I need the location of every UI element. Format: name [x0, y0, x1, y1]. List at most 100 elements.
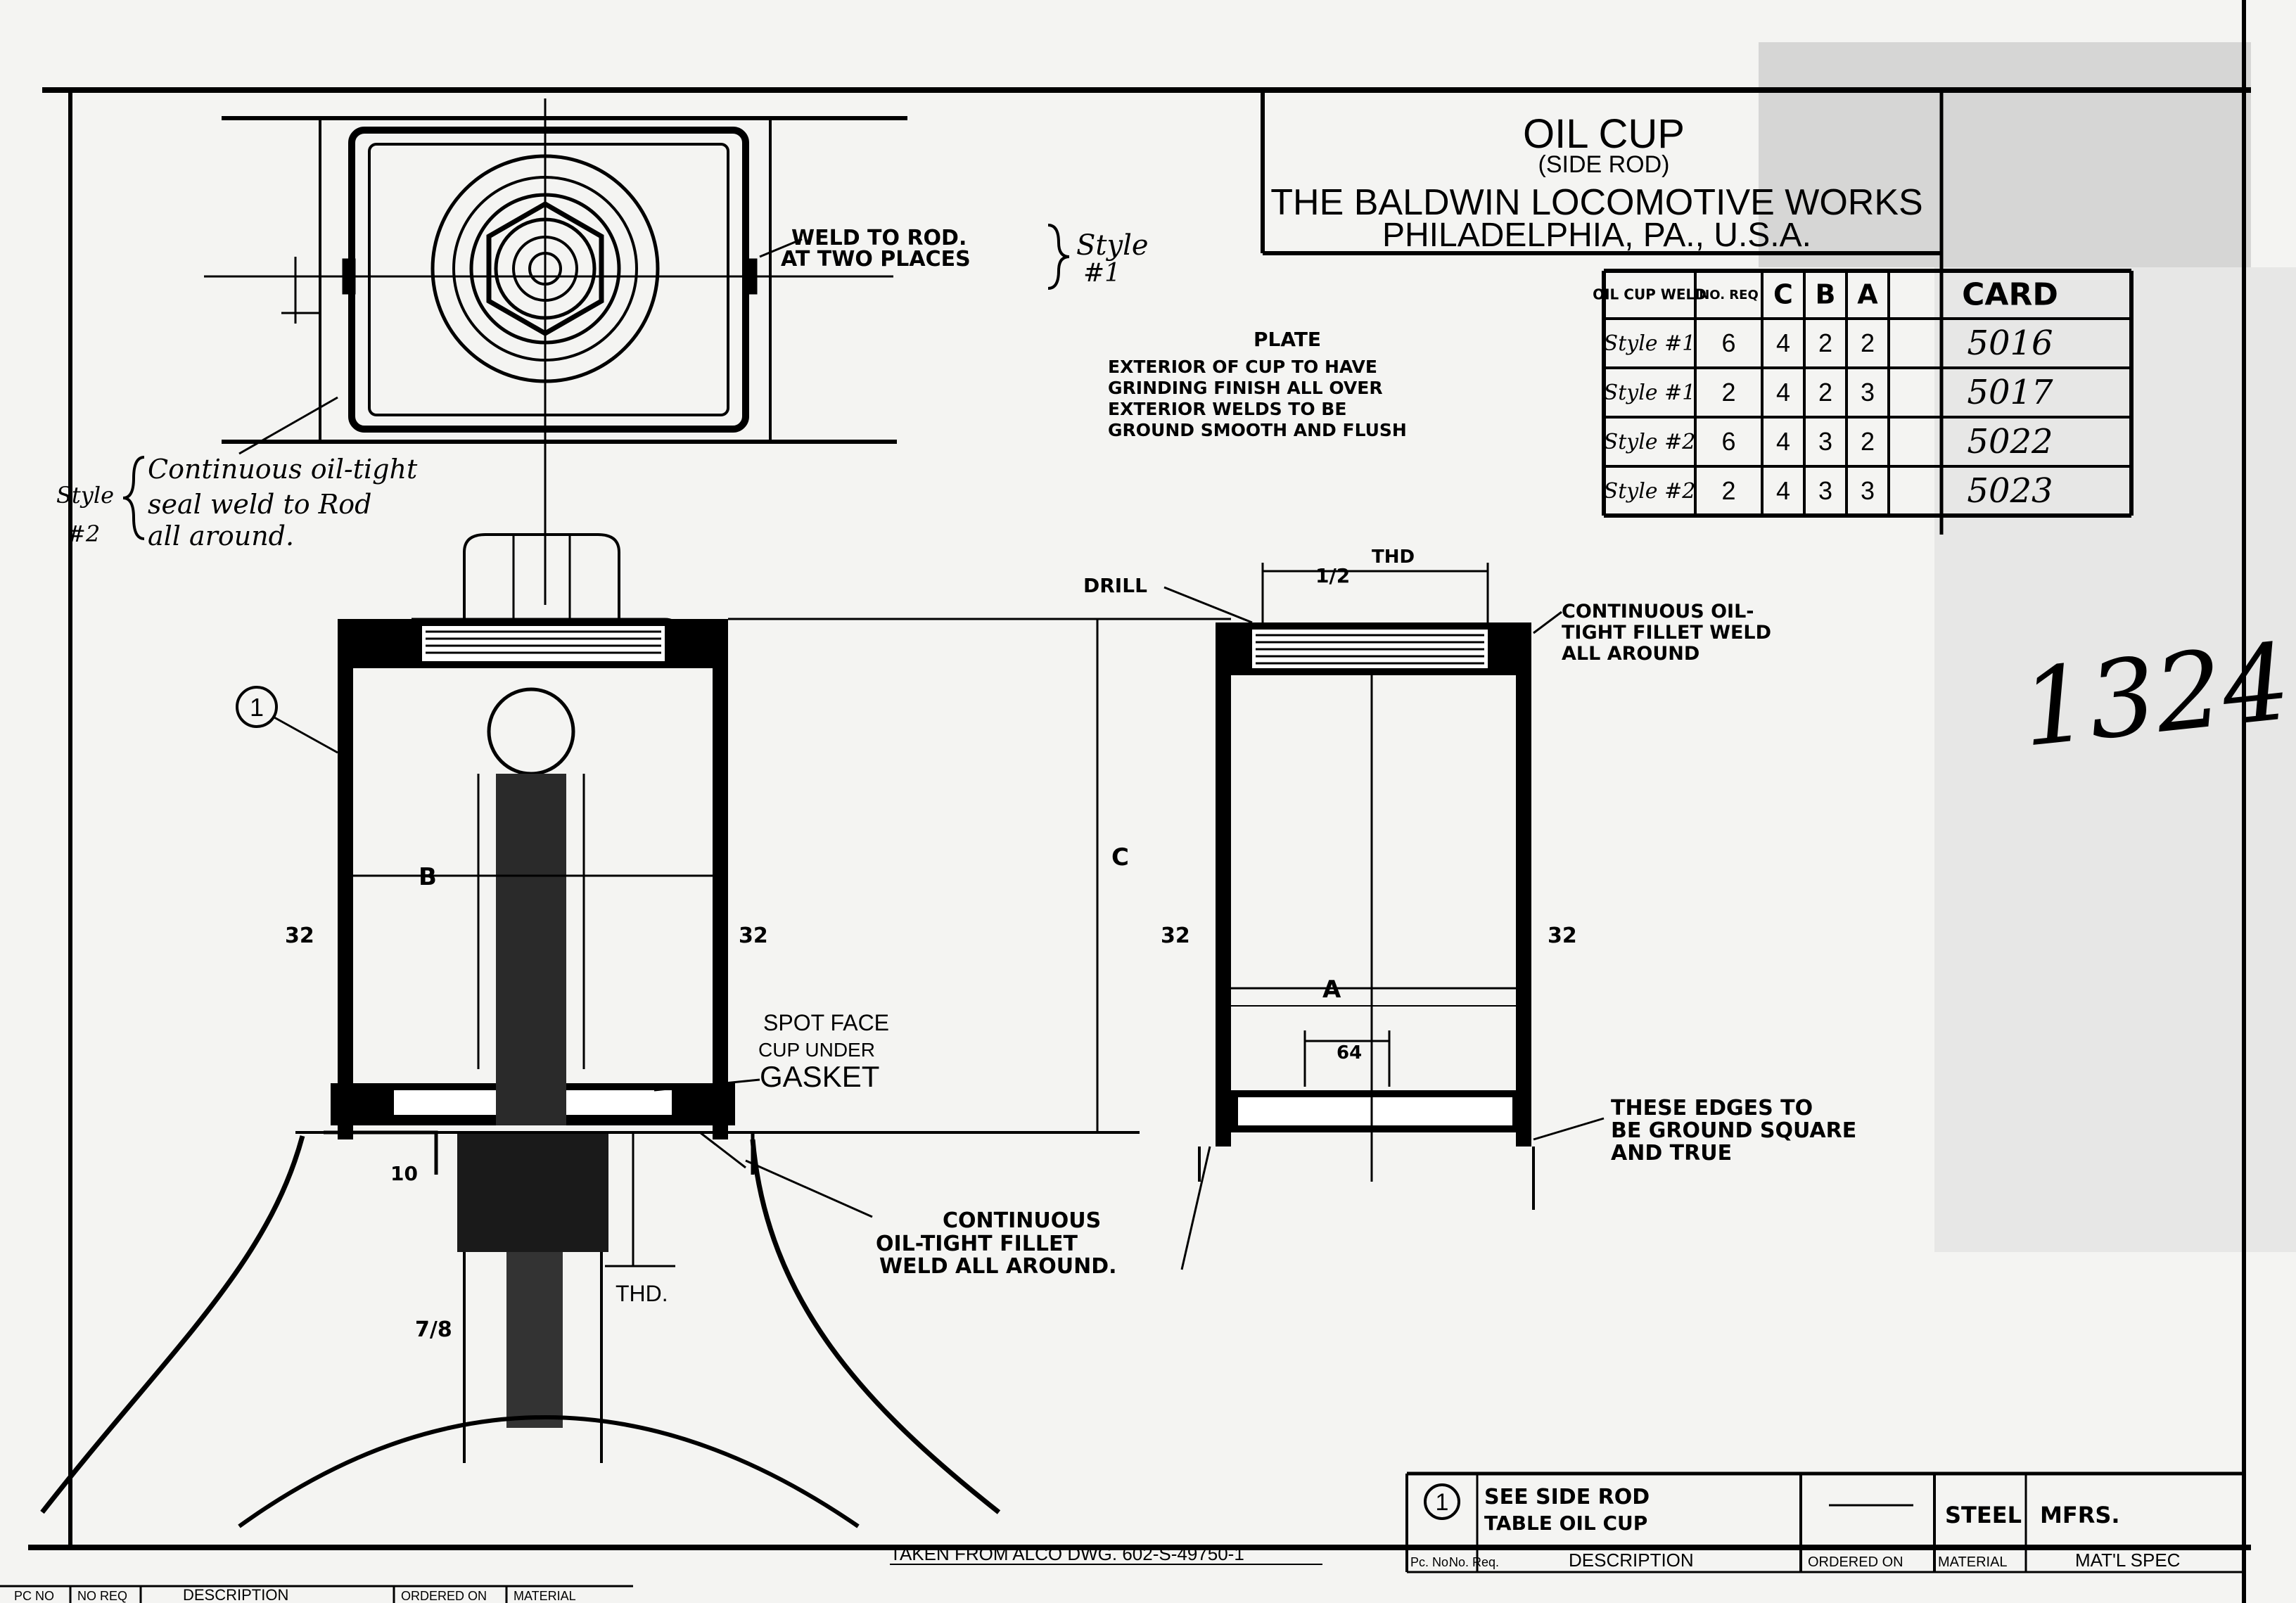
spot-face-line2: CUP UNDER	[758, 1039, 875, 1061]
company-text: THE BALDWIN LOCOMOTIVE WORKS	[1270, 182, 1922, 223]
table-cell: 5023	[1967, 471, 2053, 511]
table-cell: 5016	[1967, 324, 2053, 363]
dim-wall-right2: 32	[1548, 924, 1577, 948]
table-cell: 5022	[1967, 422, 2053, 461]
left-dimensions	[353, 618, 1231, 1267]
table-header-cell: OIL CUP WELD	[1593, 286, 1707, 303]
table-header-cell: CARD	[1962, 277, 2058, 313]
table-cell: 2	[1861, 427, 1875, 456]
edges-note-line2: BE GROUND SQUARE	[1611, 1118, 1856, 1143]
drill-label: DRILL	[1083, 574, 1147, 597]
strip-pcno: PC NO	[14, 1589, 54, 1603]
parts-desc-line1: SEE SIDE ROD	[1484, 1485, 1650, 1509]
parts-desc-line2: TABLE OIL CUP	[1484, 1512, 1647, 1535]
dim-seven-eighths: 7/8	[415, 1317, 452, 1342]
dim-half: 1/2	[1315, 564, 1350, 587]
table-header-cell: NO. REQ	[1699, 288, 1759, 302]
parts-header-material: MATERIAL	[1938, 1554, 2008, 1570]
plate-note-line3: EXTERIOR WELDS TO BE	[1108, 399, 1346, 419]
parts-header-ordered: ORDERED ON	[1808, 1554, 1903, 1570]
edges-note-line3: AND TRUE	[1611, 1141, 1732, 1165]
table-cell: 6	[1721, 427, 1735, 456]
parts-header-noreq: No. Req.	[1449, 1555, 1499, 1569]
part-callout-leader	[274, 716, 338, 754]
table-cell: 2	[1721, 476, 1735, 505]
parts-header-spec: MAT'L SPEC	[2075, 1550, 2180, 1571]
table-cell: 3	[1861, 476, 1875, 505]
title-text: OIL CUP	[1523, 111, 1685, 157]
table-cell: 6	[1721, 328, 1735, 357]
table-cell: 4	[1776, 476, 1790, 505]
parts-header-description: DESCRIPTION	[1569, 1550, 1694, 1571]
table-cell: 5017	[1967, 373, 2053, 412]
left-section-view	[40, 533, 1140, 1528]
style1-number: #1	[1083, 259, 1121, 288]
thd-top-label: THD	[1372, 547, 1415, 568]
dim-c: C	[1111, 843, 1129, 871]
edges-note-line1: THESE EDGES TO	[1611, 1096, 1813, 1120]
taken-from-note: TAKEN FROM ALCO DWG. 602-S-49750-1	[890, 1543, 1244, 1564]
spot-face-leader	[653, 1078, 760, 1092]
style2-note-line1: Continuous oil-tight	[148, 454, 418, 485]
table-header-cell: C	[1773, 279, 1793, 310]
table-cell: Style #1	[1604, 331, 1696, 356]
plate-note-line1: EXTERIOR OF CUP TO HAVE	[1108, 357, 1377, 377]
subtitle-text: (SIDE ROD)	[1538, 151, 1670, 178]
table-cell: 4	[1776, 328, 1790, 357]
style2-leader	[238, 396, 338, 455]
table-cell: 4	[1776, 427, 1790, 456]
location-text: PHILADELPHIA, PA., U.S.A.	[1382, 217, 1811, 254]
smudge-top-right	[1759, 42, 2251, 267]
style2-note-line2: seal weld to Rod	[148, 489, 372, 520]
plate-note-line2: GRINDING FINISH ALL OVER	[1108, 378, 1383, 398]
fillet-note-line3: WELD ALL AROUND.	[879, 1254, 1117, 1279]
style1-label: Style	[1076, 229, 1149, 262]
thd-bottom-label: THD.	[616, 1281, 668, 1306]
strip-noreq: NO REQ	[77, 1589, 127, 1603]
handwritten-sheet-number: 1324	[2016, 621, 2296, 771]
continuous-note-line2: TIGHT FILLET WELD	[1562, 622, 1771, 644]
table-cell: 2	[1818, 328, 1832, 357]
dim-wall-left: 32	[285, 924, 314, 948]
table-cell: 2	[1861, 328, 1875, 357]
table-header-cell: A	[1857, 279, 1878, 310]
weld-note-line1: WELD TO ROD.	[791, 226, 967, 250]
continuous-note-line3: ALL AROUND	[1562, 643, 1699, 665]
dim-wall-right: 32	[739, 924, 768, 948]
weld-note-line2: AT TWO PLACES	[781, 247, 971, 272]
spot-face-line1: SPOT FACE	[763, 1010, 889, 1035]
spot-face-line3: GASKET	[760, 1060, 879, 1093]
table-cell: 4	[1776, 378, 1790, 407]
table-cell: 3	[1861, 378, 1875, 407]
dim-a: A	[1322, 976, 1341, 1004]
style2-tag-label: Style	[56, 482, 114, 509]
dim-b: B	[419, 863, 437, 891]
table-cell: 3	[1818, 476, 1832, 505]
table-cell: 2	[1818, 378, 1832, 407]
style2-tag-number: #2	[67, 521, 100, 547]
table-cell: 2	[1721, 378, 1735, 407]
plate-note-title: PLATE	[1254, 328, 1321, 351]
parts-header-pcno: Pc. No.	[1410, 1555, 1452, 1569]
dim-ten: 10	[390, 1162, 418, 1185]
top-view	[204, 98, 907, 605]
parts-maker: MFRS.	[2040, 1502, 2120, 1528]
dim-wall-left2: 32	[1161, 924, 1190, 948]
dim-sixty-four: 64	[1337, 1042, 1362, 1064]
strip-ordered: ORDERED ON	[401, 1589, 487, 1603]
parts-list	[1405, 1471, 2244, 1573]
fillet-note-line2: OIL-TIGHT FILLET	[876, 1232, 1078, 1256]
bottom-strip	[0, 1585, 633, 1603]
table-cell: Style #1	[1604, 381, 1696, 405]
style1-brace	[1047, 224, 1070, 290]
strip-description: DESCRIPTION	[183, 1586, 288, 1603]
table-cell: 3	[1818, 427, 1832, 456]
title-block: OIL CUP (SIDE ROD) THE BALDWIN LOCOMOTIV…	[1261, 90, 1944, 535]
style2-brace	[122, 456, 145, 540]
right-section-view	[1163, 563, 1605, 1210]
part-callout-circle	[236, 686, 278, 728]
table-cell: Style #2	[1604, 430, 1696, 454]
smudge-right	[1934, 267, 2296, 1252]
